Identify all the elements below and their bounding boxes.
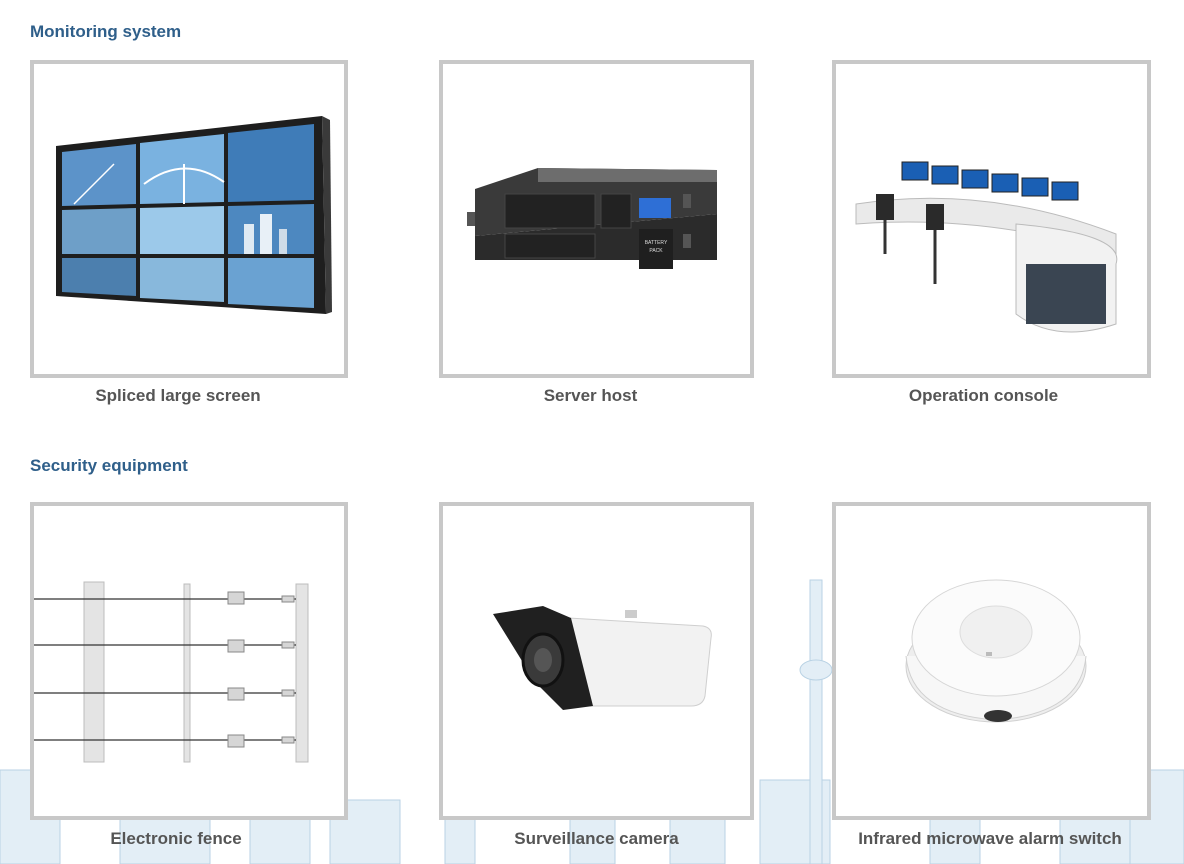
electric-fence-icon <box>34 581 309 763</box>
caption-operation-console: Operation console <box>908 386 1059 405</box>
alarm-switch-card[interactable] <box>832 502 1151 820</box>
spliced-screen-card[interactable] <box>30 60 348 378</box>
caption-alarm-switch: Infrared microwave alarm switch <box>858 829 1122 848</box>
video-wall-icon <box>56 116 332 314</box>
server-panel-line1: BATTERY <box>645 240 668 246</box>
caption-server-host: Server host <box>543 386 638 405</box>
rack-server-icon: BATTERY PACK <box>467 168 717 269</box>
section-title-monitoring: Monitoring system <box>30 22 182 41</box>
bullet-camera-icon <box>493 606 712 710</box>
caption-surveillance-camera: Surveillance camera <box>514 829 679 848</box>
control-desk-icon <box>855 161 1118 333</box>
surveillance-camera-card[interactable] <box>439 502 754 820</box>
caption-electronic-fence: Electronic fence <box>110 829 242 848</box>
electronic-fence-card[interactable] <box>30 502 348 820</box>
caption-spliced-screen: Spliced large screen <box>95 386 261 405</box>
server-panel-line2: PACK <box>649 248 663 254</box>
section-title-security: Security equipment <box>30 456 188 475</box>
ceiling-sensor-icon <box>905 579 1087 723</box>
operation-console-card[interactable] <box>832 60 1151 378</box>
server-host-card[interactable]: BATTERY PACK <box>439 60 754 378</box>
